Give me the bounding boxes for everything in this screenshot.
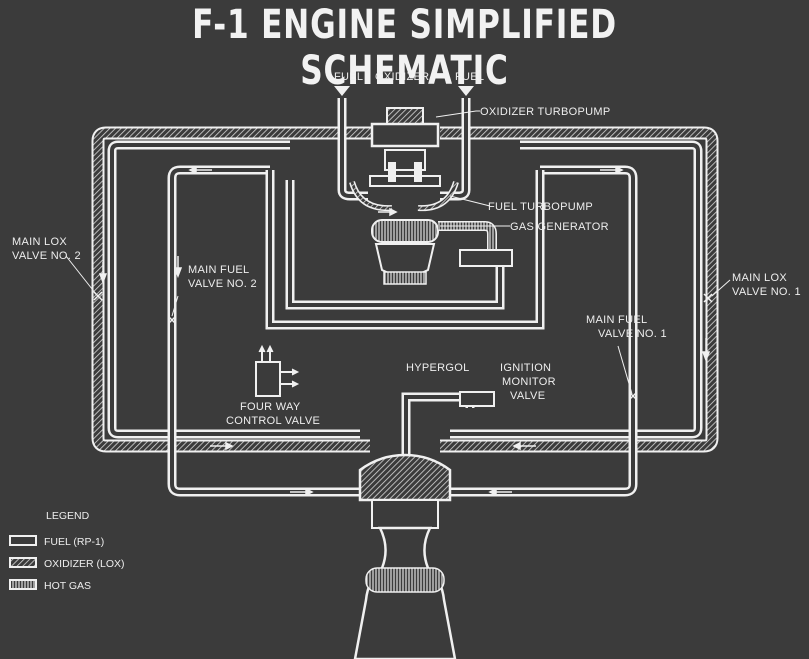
label-main-fuel-2-b: VALVE NO. 2	[188, 278, 257, 290]
turbopump-assembly	[349, 107, 459, 212]
label-fuel-left: FUEL	[334, 71, 363, 83]
legend-swatch-fuel	[9, 535, 37, 546]
gas-generator	[371, 219, 513, 285]
label-fourway-b: CONTROL VALVE	[226, 415, 320, 427]
legend: LEGEND FUEL (RP-1) OXIDIZER (LOX) HOT GA…	[9, 510, 125, 592]
four-way-control-valve	[255, 344, 300, 397]
leader-lines	[65, 110, 731, 395]
label-main-lox-2-a: MAIN LOX	[12, 236, 67, 248]
label-oxidizer-turbopump: OXIDIZER TURBOPUMP	[480, 106, 611, 118]
legend-title: LEGEND	[46, 510, 90, 522]
label-main-fuel-1-b: VALVE NO. 1	[598, 328, 667, 340]
legend-swatch-hotgas	[9, 579, 37, 590]
label-main-fuel-1-a: MAIN FUEL	[586, 314, 647, 326]
label-fuel-turbopump: FUEL TURBOPUMP	[488, 201, 593, 213]
inlet-arrows	[334, 86, 474, 96]
legend-label-oxidizer: OXIDIZER (LOX)	[44, 558, 125, 570]
label-gas-generator: GAS GENERATOR	[510, 221, 609, 233]
label-main-fuel-2-a: MAIN FUEL	[188, 264, 249, 276]
flow-arrows	[98, 165, 711, 497]
label-oxidizer: OXIDIZER	[375, 71, 429, 83]
label-main-lox-1-a: MAIN LOX	[732, 272, 787, 284]
legend-swatch-oxidizer	[9, 557, 37, 568]
fuel-loops	[107, 98, 703, 497]
diagram-title: F-1 ENGINE SIMPLIFIED SCHEMATIC	[192, 2, 617, 94]
valve-markers	[93, 291, 713, 401]
label-ignition-c: VALVE	[510, 390, 545, 402]
legend-label-fuel: FUEL (RP-1)	[44, 536, 104, 548]
label-ignition-b: MONITOR	[502, 376, 556, 388]
lox-outer-loop	[91, 126, 719, 453]
thrust-chamber	[353, 453, 457, 659]
legend-label-hotgas: HOT GAS	[44, 580, 91, 592]
label-fuel-right: FUEL	[455, 71, 484, 83]
label-main-lox-1-b: VALVE NO. 1	[732, 286, 801, 298]
label-main-lox-2-b: VALVE NO. 2	[12, 250, 81, 262]
label-fourway-a: FOUR WAY	[240, 401, 301, 413]
ignition-monitor-valve	[459, 391, 495, 407]
label-hypergol: HYPERGOL	[406, 362, 470, 374]
label-ignition-a: IGNITION	[500, 362, 551, 374]
